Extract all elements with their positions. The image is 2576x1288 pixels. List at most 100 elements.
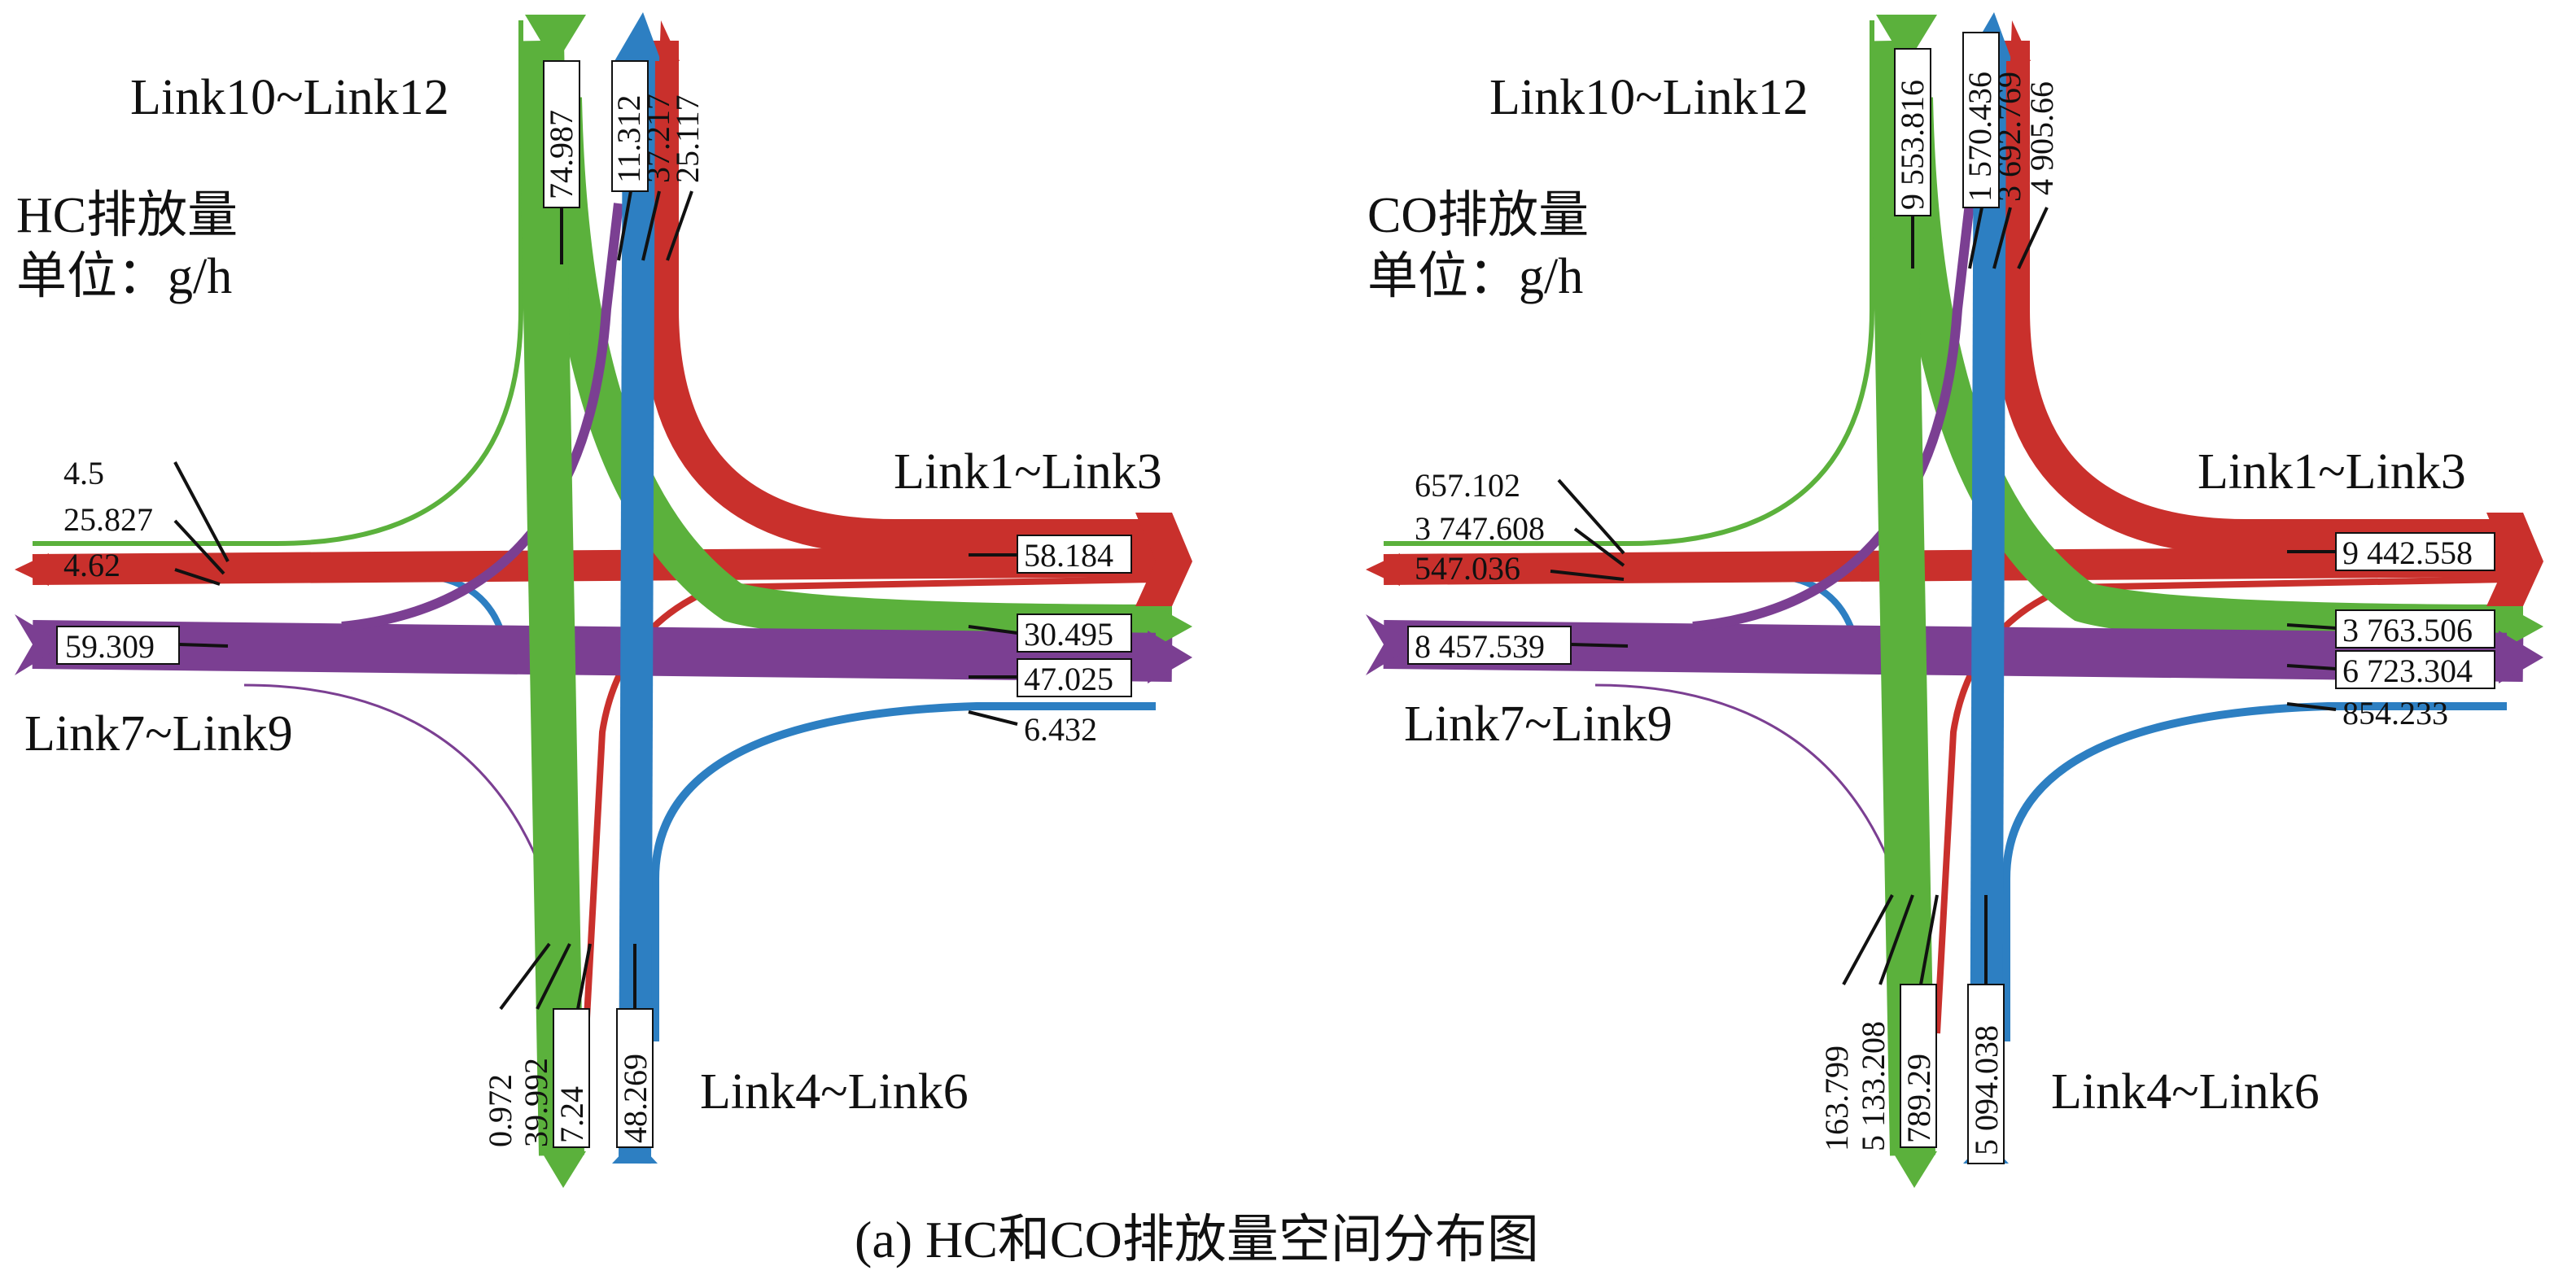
box-e-green [2335,609,2495,648]
green-left-turn-thin-flow [33,20,523,546]
co-value-w-2: 3 747.608 [1415,510,1545,547]
leader-s-1 [499,942,551,1011]
east-arrow-green [1156,606,1192,647]
co-value-w-3: 547.036 [1415,550,1520,587]
leader-w-2 [173,519,225,575]
red-through-flow-west [32,546,1173,585]
box-e-red [1017,535,1132,574]
co-value-s-blue: 5 094.038 [1968,1025,2005,1155]
leader-e-green [2286,623,2337,630]
blue-right-turn-flow [651,702,1156,1041]
hc-value-n-purple: 11.312 [610,94,647,183]
co-value-s-2: 5 133.208 [1855,1021,1892,1151]
co-value-e-purple: 6 723.304 [2342,653,2473,689]
hc-value-s-1: 0.972 [482,1074,518,1147]
leader-n-red [2017,207,2049,269]
co-value-w-1: 657.102 [1415,467,1520,504]
box-s-blue [616,1008,654,1148]
red-right-turn-flow [1994,41,2523,555]
box-n-purple [1962,32,2000,208]
co-value-n-purple: 1 570.436 [1962,72,1998,202]
hc-value-e-green: 30.495 [1024,616,1113,653]
hc-east-link-label: Link1~Link3 [894,444,1162,500]
co-value-s-3: 789.29 [1900,1054,1937,1143]
hc-value-n-green: 74.987 [543,110,579,199]
co-north-link-label: Link10~Link12 [1489,70,1808,125]
hc-emission-panel: Link10~Link12 HC排放量 单位：g/h Link1~Link3 L… [15,12,1192,1188]
west-arrow-red [15,553,49,586]
south-arrow-green [541,1151,586,1188]
leader-n-blue [641,190,661,261]
hc-value-w-2: 25.827 [63,501,153,538]
leader-s-3 [1919,894,1939,985]
red-right-turn-flow [643,41,1172,555]
hc-value-w-3: 4.62 [63,547,120,583]
hc-west-link-label: Link7~Link9 [24,706,293,762]
west-arrow-red [1366,553,1400,586]
co-value-e-green: 3 763.506 [2342,612,2473,648]
leader-e-green [968,625,1018,635]
east-arrow-purple [2499,631,2543,683]
north-in-arrow-red [2010,20,2031,61]
co-west-link-label: Link7~Link9 [1404,696,1673,752]
red-through-flow-west [1383,546,2524,585]
box-w-purple [1407,626,1572,665]
hc-south-link-label: Link4~Link6 [700,1064,969,1120]
leader-n-purple [1968,207,1983,269]
leader-w-2 [1573,527,1625,567]
west-arrow-purple [15,614,65,675]
north-in-arrow-red [659,20,680,61]
south-arrow-green [1892,1151,1937,1188]
leader-e-blue [2286,702,2337,711]
box-s-3 [1900,984,1937,1148]
hc-value-w-purple: 59.309 [65,628,155,665]
leader-e-blue [968,710,1018,726]
south-arrow-blue [612,1139,658,1164]
blue-right-turn-flow [2002,702,2507,1041]
hc-pollutant-title: HC排放量 [16,188,238,243]
box-s-blue [1967,984,2005,1164]
north-out-arrow-green [525,15,586,65]
hc-value-s-2: 39.992 [518,1058,554,1147]
green-left-turn-thin-flow [1384,20,1874,546]
leader-w-1 [173,461,230,562]
green-left-turn-flow [1892,97,2524,645]
co-value-n-blue: 3 692.769 [1991,72,2027,202]
leader-s-1 [1842,894,1894,985]
hc-value-s-3: 7.24 [553,1086,590,1143]
hc-north-link-label: Link10~Link12 [130,70,449,125]
box-e-purple [2335,650,2495,689]
leader-n-purple [617,190,632,261]
co-value-n-green: 9 553.816 [1894,80,1931,210]
co-value-n-red: 4 905.66 [2023,81,2060,195]
box-e-red [2335,532,2495,571]
co-value-e-red: 9 442.558 [2342,535,2473,571]
hc-value-s-blue: 48.269 [617,1054,654,1143]
hc-value-e-purple: 47.025 [1024,661,1113,697]
box-n-purple [611,60,649,192]
figure-caption: (a) HC和CO排放量空间分布图 [855,1211,1539,1268]
leader-s-3 [576,943,592,1010]
hc-value-n-red: 25.117 [669,94,706,183]
leader-w-1 [1557,478,1625,555]
co-value-w-purple: 8 457.539 [1415,628,1545,665]
leader-s-2 [536,943,571,1010]
leader-n-blue [1992,207,2012,269]
east-arrow-purple [1148,631,1192,683]
east-arrow-red [2486,513,2543,606]
east-arrow-red [1135,513,1192,606]
co-east-link-label: Link1~Link3 [2198,444,2466,500]
box-n-green [543,60,580,208]
leader-s-2 [1878,894,1914,985]
co-emission-panel: Link10~Link12 CO排放量 单位：g/h Link1~Link3 L… [1366,12,2543,1188]
green-through-flow-south [1870,40,1935,1156]
green-left-turn-flow [541,97,1173,645]
leader-e-purple [2286,664,2337,670]
box-s-3 [553,1008,590,1148]
hc-unit-label: 单位：g/h [16,249,232,304]
north-in-arrow-blue [614,12,661,61]
co-south-link-label: Link4~Link6 [2051,1064,2320,1120]
leader-w-purple [1570,643,1629,648]
co-value-s-1: 163.799 [1818,1046,1855,1151]
